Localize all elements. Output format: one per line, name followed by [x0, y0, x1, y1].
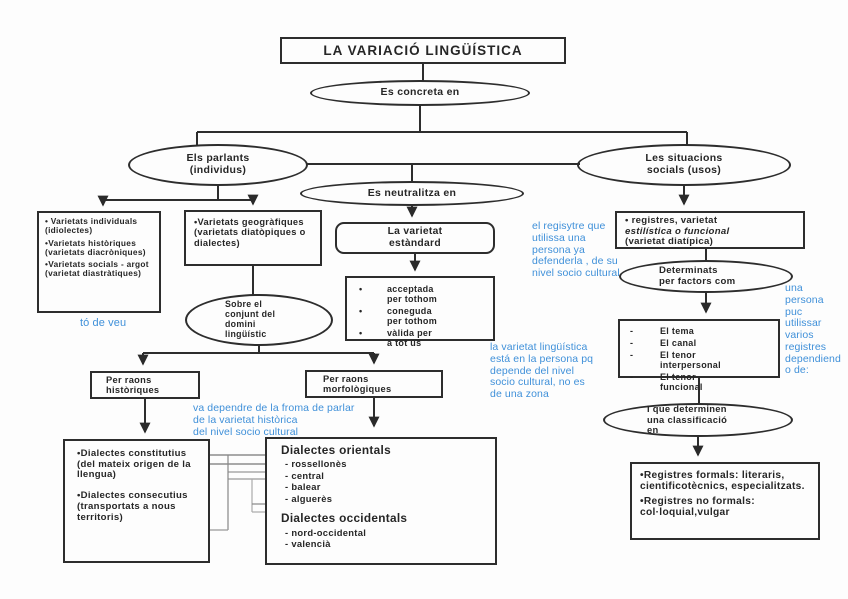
list-item: - valencià: [285, 538, 331, 550]
per-raons-historiques-box: Per raons històriques: [90, 371, 200, 399]
factor-text: El tema: [660, 326, 695, 336]
list-item: •Dialectes constitutius (del mateix orig…: [77, 448, 191, 481]
varietat-estandard-box: La varietat estàndard: [335, 222, 495, 254]
node-i-que-determinen: I que determinen una classificació en: [603, 403, 793, 437]
feature-text: vàlida per a tot ús: [387, 328, 433, 349]
feature-text: coneguda per tothom: [387, 306, 437, 327]
node-determinats: Determinats per factors com: [619, 260, 793, 293]
node-sobre-conjunt: Sobre el conjunt del domini lingüístic: [185, 294, 333, 346]
dialectes-llista-box: Dialectes orientals - rossellonès - cent…: [265, 437, 497, 565]
list-item: •Registres no formals: col·loquial,vulga…: [640, 495, 755, 519]
dash-glyph: -: [630, 326, 634, 336]
bullet-glyph: •: [359, 284, 363, 294]
varietats-geografiques-box: •Varietats geogràfiques (varietats diatò…: [184, 210, 322, 266]
node-es-neutralitza: Es neutralitza en: [300, 181, 524, 206]
list-item: •Varietats històriques (varietats diacrò…: [45, 237, 146, 257]
list-item: - balear: [285, 481, 321, 493]
list-item: •Varietats socials - argot (varietat dia…: [45, 259, 149, 279]
factor-text: El canal: [660, 338, 697, 349]
dash-row: - El tema: [630, 326, 776, 336]
list-item: - rossellonès: [285, 458, 347, 470]
dash-glyph: -: [630, 372, 634, 383]
feature-text: acceptada per tothom: [387, 284, 437, 305]
factor-text: El tenor interpersonal: [660, 350, 721, 371]
registres-line: (varietat diatípica): [625, 236, 714, 248]
diagram-title: LA VARIACIÓ LINGÜÍSTICA: [280, 37, 566, 64]
node-les-situacions: Les situacions socials (usos): [577, 144, 791, 186]
list-item: • Varietats individuals (idiolectes): [45, 216, 138, 236]
registres-formals-box: •Registres formals: literaris, cientific…: [630, 462, 820, 540]
node-es-concreta: Es concreta en: [310, 80, 530, 106]
list-item: - central: [285, 469, 325, 481]
dialectes-occidentals-title: Dialectes occidentals: [281, 511, 408, 526]
bullet-glyph: •: [359, 306, 363, 317]
dialectes-orientals-title: Dialectes orientals: [281, 443, 391, 457]
note-registre: el regisytre que utilissa una persona ya…: [532, 220, 620, 279]
dash-glyph: -: [630, 350, 634, 361]
factor-text: El tenor funcional: [660, 372, 703, 393]
factors-box: - El tema - El canal - El tenor interper…: [618, 319, 780, 392]
node-els-parlants: Els parlants (individus): [128, 144, 308, 186]
bullet-row: • coneguda per tothom: [359, 306, 491, 326]
bullet-row: • vàlida per a tot ús: [359, 328, 491, 348]
note-varietat: la varietat lingüística está en la perso…: [490, 341, 594, 400]
registres-line: • registres, varietat: [625, 215, 718, 226]
dash-row: - El tenor interpersonal: [630, 350, 776, 370]
list-item: - alguerès: [285, 492, 333, 504]
dash-row: - El tenor funcional: [630, 372, 776, 392]
estandard-features-box: • acceptada per tothom • coneguda per to…: [345, 276, 495, 348]
list-item: •Registres formals: literaris, cientific…: [640, 470, 805, 493]
dash-row: - El canal: [630, 338, 776, 348]
dialectes-tipus-box: •Dialectes constitutius (del mateix orig…: [63, 439, 210, 563]
bullet-row: • acceptada per tothom: [359, 284, 491, 304]
note-persona: una persona puc utilissar varios registr…: [785, 282, 841, 377]
bullet-glyph: •: [359, 328, 363, 339]
varietats-individuals-box: • Varietats individuals (idiolectes) •Va…: [37, 211, 161, 313]
registres-varietat-box: • registres, varietat estilística o func…: [615, 211, 805, 249]
dash-glyph: -: [630, 338, 634, 349]
note-to-de-veu: tó de veu: [80, 317, 127, 329]
list-item: - nord-occidental: [285, 526, 367, 538]
per-raons-morfologiques-box: Per raons morfològiques: [305, 370, 443, 398]
registres-line: estilística o funcional: [625, 225, 730, 237]
list-item: •Dialectes consecutius (transportats a n…: [77, 490, 188, 523]
note-dependre: va dependre de la froma de parlar de la …: [193, 402, 355, 438]
